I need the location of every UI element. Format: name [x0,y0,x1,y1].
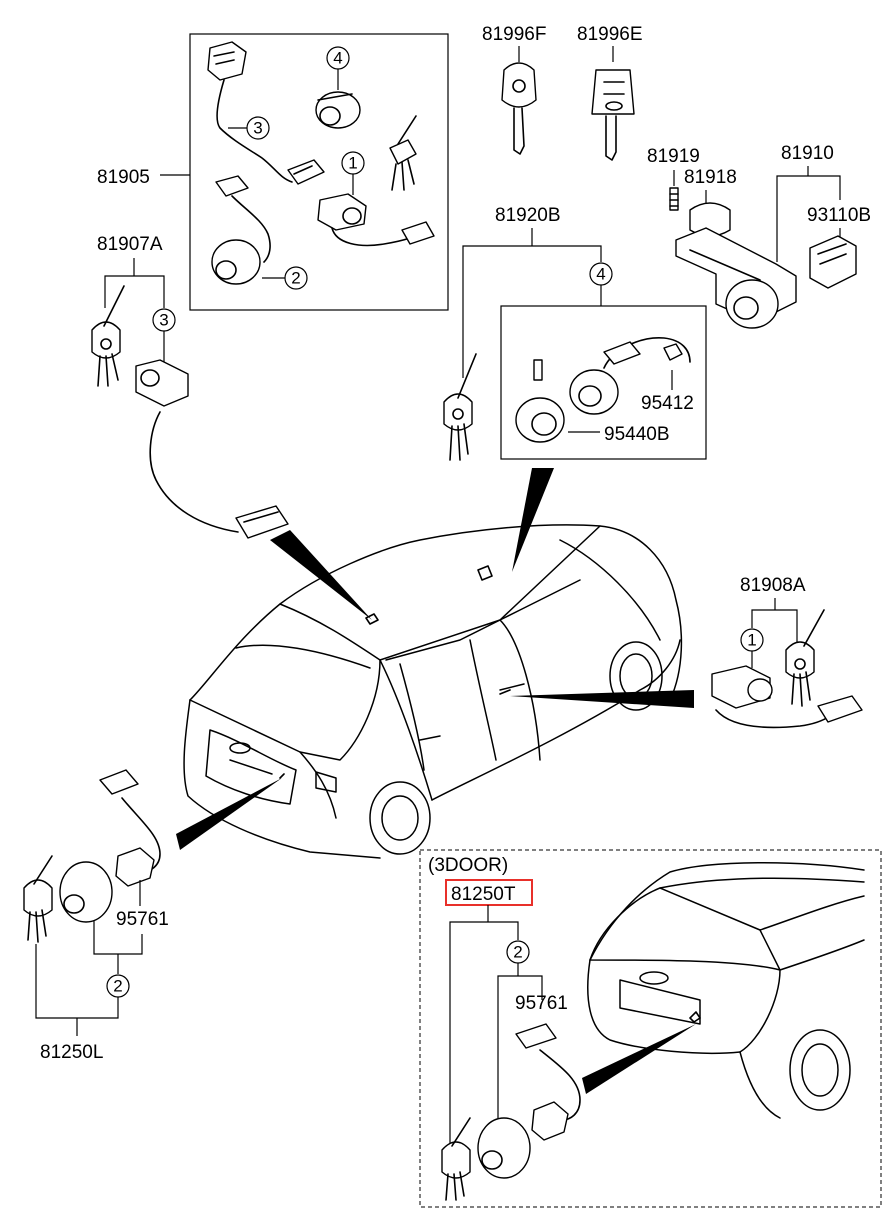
pointer-to-hatch [582,1024,696,1094]
label-95761-right[interactable]: 95761 [515,993,568,1014]
label-93110B[interactable]: 93110B [807,205,871,226]
ignition-lock-part [317,193,435,247]
label-3door: (3DOOR) [428,855,508,876]
hatchback-car-illustration [587,861,865,1119]
trunk-cylinder-right [477,1117,531,1179]
label-81920B[interactable]: 81920B [495,205,561,226]
callout-4-center-text: 4 [596,265,605,284]
label-95412[interactable]: 95412 [641,393,694,414]
pointer-to-trunk [176,778,282,850]
label-95440B[interactable]: 95440B [604,424,670,445]
key-81996F [501,62,537,155]
keys-81907A [91,285,125,387]
sedan-car-illustration [183,524,683,859]
door-lock-actuator-part [207,41,293,183]
door-lock-81908A [711,665,863,729]
box-3door [419,849,882,1208]
callout-2-left-text: 2 [113,977,122,996]
trunk-cylinder-left [59,861,113,923]
keys-81250T [441,1117,471,1201]
key-part [389,115,417,191]
key-81996E [591,69,635,161]
pointer-to-ignition [512,468,554,572]
bolt-81919 [669,187,679,211]
steering-lock-body-81910 [675,202,797,329]
keys-81250L [23,855,53,943]
pointer-to-door [510,690,694,708]
label-81250L[interactable]: 81250L [40,1042,103,1063]
callout-1-right-text: 1 [747,631,756,650]
label-81908A[interactable]: 81908A [740,575,806,596]
callout-2-right-text: 2 [513,943,522,962]
callout-2-box-text: 2 [291,269,300,288]
label-81996F[interactable]: 81996F [482,24,546,45]
box-ignition-parts [500,305,707,460]
keys-81920B [443,353,477,461]
callout-4-box-text: 4 [333,49,342,68]
ignition-cylinder-parts [515,337,691,443]
callout-3-box-text: 3 [253,119,262,138]
label-81996E[interactable]: 81996E [577,24,643,45]
box-81905 [189,33,449,311]
callout-3-left-text: 3 [159,311,168,330]
callout-1-box-text: 1 [348,154,357,173]
trunk-actuator-right [515,1023,581,1141]
trunk-actuator-left [99,769,161,887]
lock-cylinder-part [315,91,361,129]
label-81907A[interactable]: 81907A [97,234,163,255]
label-81918[interactable]: 81918 [684,167,737,188]
keys-81908A [785,609,825,707]
trunk-lock-actuator-part [211,175,271,285]
label-81905[interactable]: 81905 [97,167,150,188]
label-81919[interactable]: 81919 [647,146,700,167]
pointer-to-roof [270,530,372,620]
door-lock-81907A [135,359,289,539]
label-81910[interactable]: 81910 [781,143,834,164]
label-95761-left[interactable]: 95761 [116,909,169,930]
label-81250T[interactable]: 81250T [451,884,516,905]
ignition-switch-93110B [809,235,857,289]
highlight-81250T[interactable] [445,879,533,906]
connector-part [287,159,325,185]
